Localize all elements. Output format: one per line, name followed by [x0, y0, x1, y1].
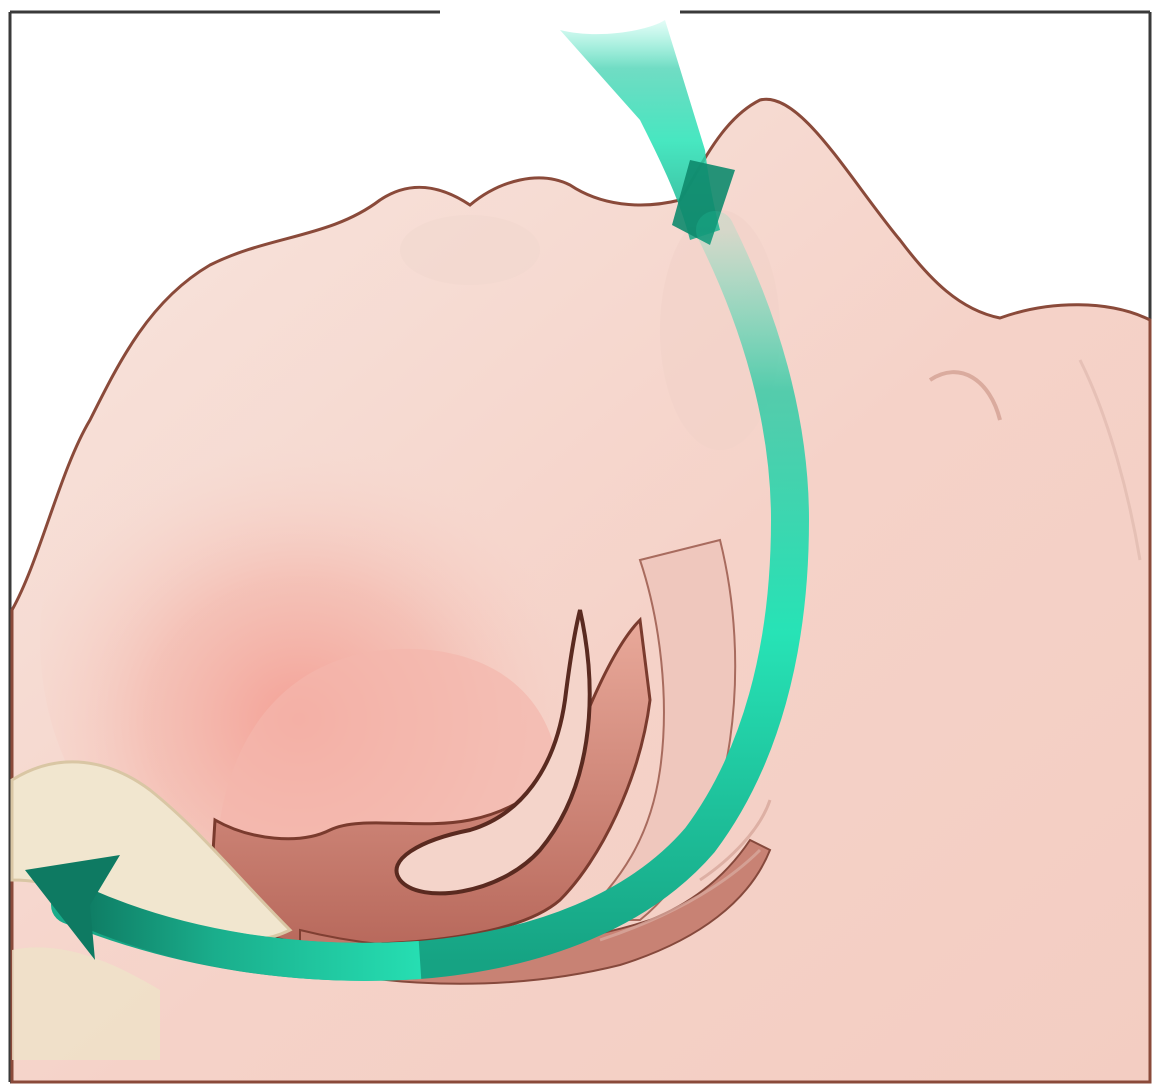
sleep-apnea-airway-illustration	[0, 0, 1158, 1087]
